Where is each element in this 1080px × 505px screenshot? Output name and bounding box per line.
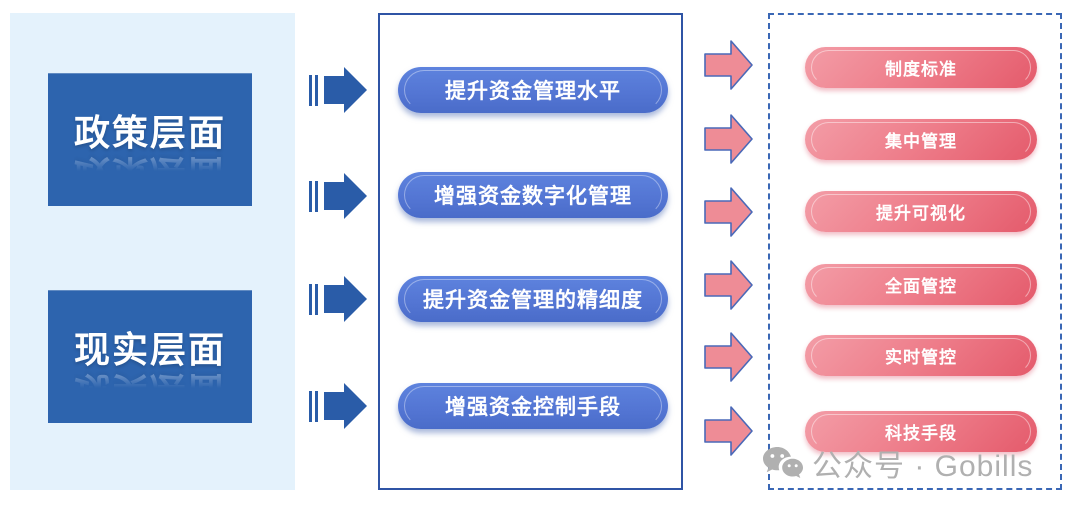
measure-pill: 提升资金管理的精细度 — [398, 276, 668, 322]
measure-pill: 增强资金控制手段 — [398, 383, 668, 429]
outcome-pill: 全面管控 — [805, 264, 1037, 305]
arrow-stripe — [309, 283, 312, 315]
pink-arrow-icon — [704, 187, 753, 237]
pink-arrow-icon — [704, 114, 753, 164]
arrow-tip — [344, 173, 367, 219]
blue-arrow-icon — [309, 383, 367, 429]
category-label-reality: 现实层面 — [73, 328, 226, 370]
arrow-stripe — [315, 180, 318, 212]
blue-arrow-icon — [309, 276, 367, 322]
pink-arrow-icon — [704, 260, 753, 310]
category-box-reality: 现实层面 — [48, 290, 252, 423]
right-outcomes-box: 制度标准 集中管理 提升可视化 全面管控 实时管控 科技手段 — [768, 13, 1062, 490]
watermark: 公众号 · Gobills — [762, 441, 1033, 485]
arrow-body — [324, 392, 344, 420]
arrow-body — [324, 76, 344, 104]
outcome-pill: 制度标准 — [805, 47, 1037, 88]
outcome-pill: 集中管理 — [805, 119, 1037, 160]
arrow-stripe — [315, 390, 318, 422]
arrow-body — [324, 285, 344, 313]
middle-measures-box: 提升资金管理水平 增强资金数字化管理 提升资金管理的精细度 增强资金控制手段 — [378, 13, 683, 490]
pink-arrow-icon — [704, 406, 753, 456]
arrow-body — [324, 182, 344, 210]
category-box-policy: 政策层面 — [48, 73, 252, 206]
outcome-pill: 实时管控 — [805, 335, 1037, 376]
pink-arrow-icon — [704, 40, 753, 90]
outcome-pill: 提升可视化 — [805, 191, 1037, 232]
arrow-tip — [344, 383, 367, 429]
arrow-stripe — [315, 74, 318, 106]
blue-arrow-icon — [309, 173, 367, 219]
watermark-text: 公众号 · Gobills — [812, 450, 1034, 483]
arrow-stripe — [315, 283, 318, 315]
wechat-icon — [763, 447, 803, 478]
arrow-stripe — [309, 390, 312, 422]
category-label-policy: 政策层面 — [73, 111, 226, 153]
outcome-pill: 科技手段 — [805, 411, 1037, 452]
arrow-tip — [344, 276, 367, 322]
arrow-tip — [344, 67, 367, 113]
blue-arrow-icon — [309, 67, 367, 113]
arrow-stripe — [309, 180, 312, 212]
pink-arrow-icon — [704, 332, 753, 382]
left-panel: 政策层面 现实层面 — [10, 13, 295, 490]
measure-pill: 增强资金数字化管理 — [398, 172, 668, 218]
arrow-stripe — [309, 74, 312, 106]
measure-pill: 提升资金管理水平 — [398, 67, 668, 113]
